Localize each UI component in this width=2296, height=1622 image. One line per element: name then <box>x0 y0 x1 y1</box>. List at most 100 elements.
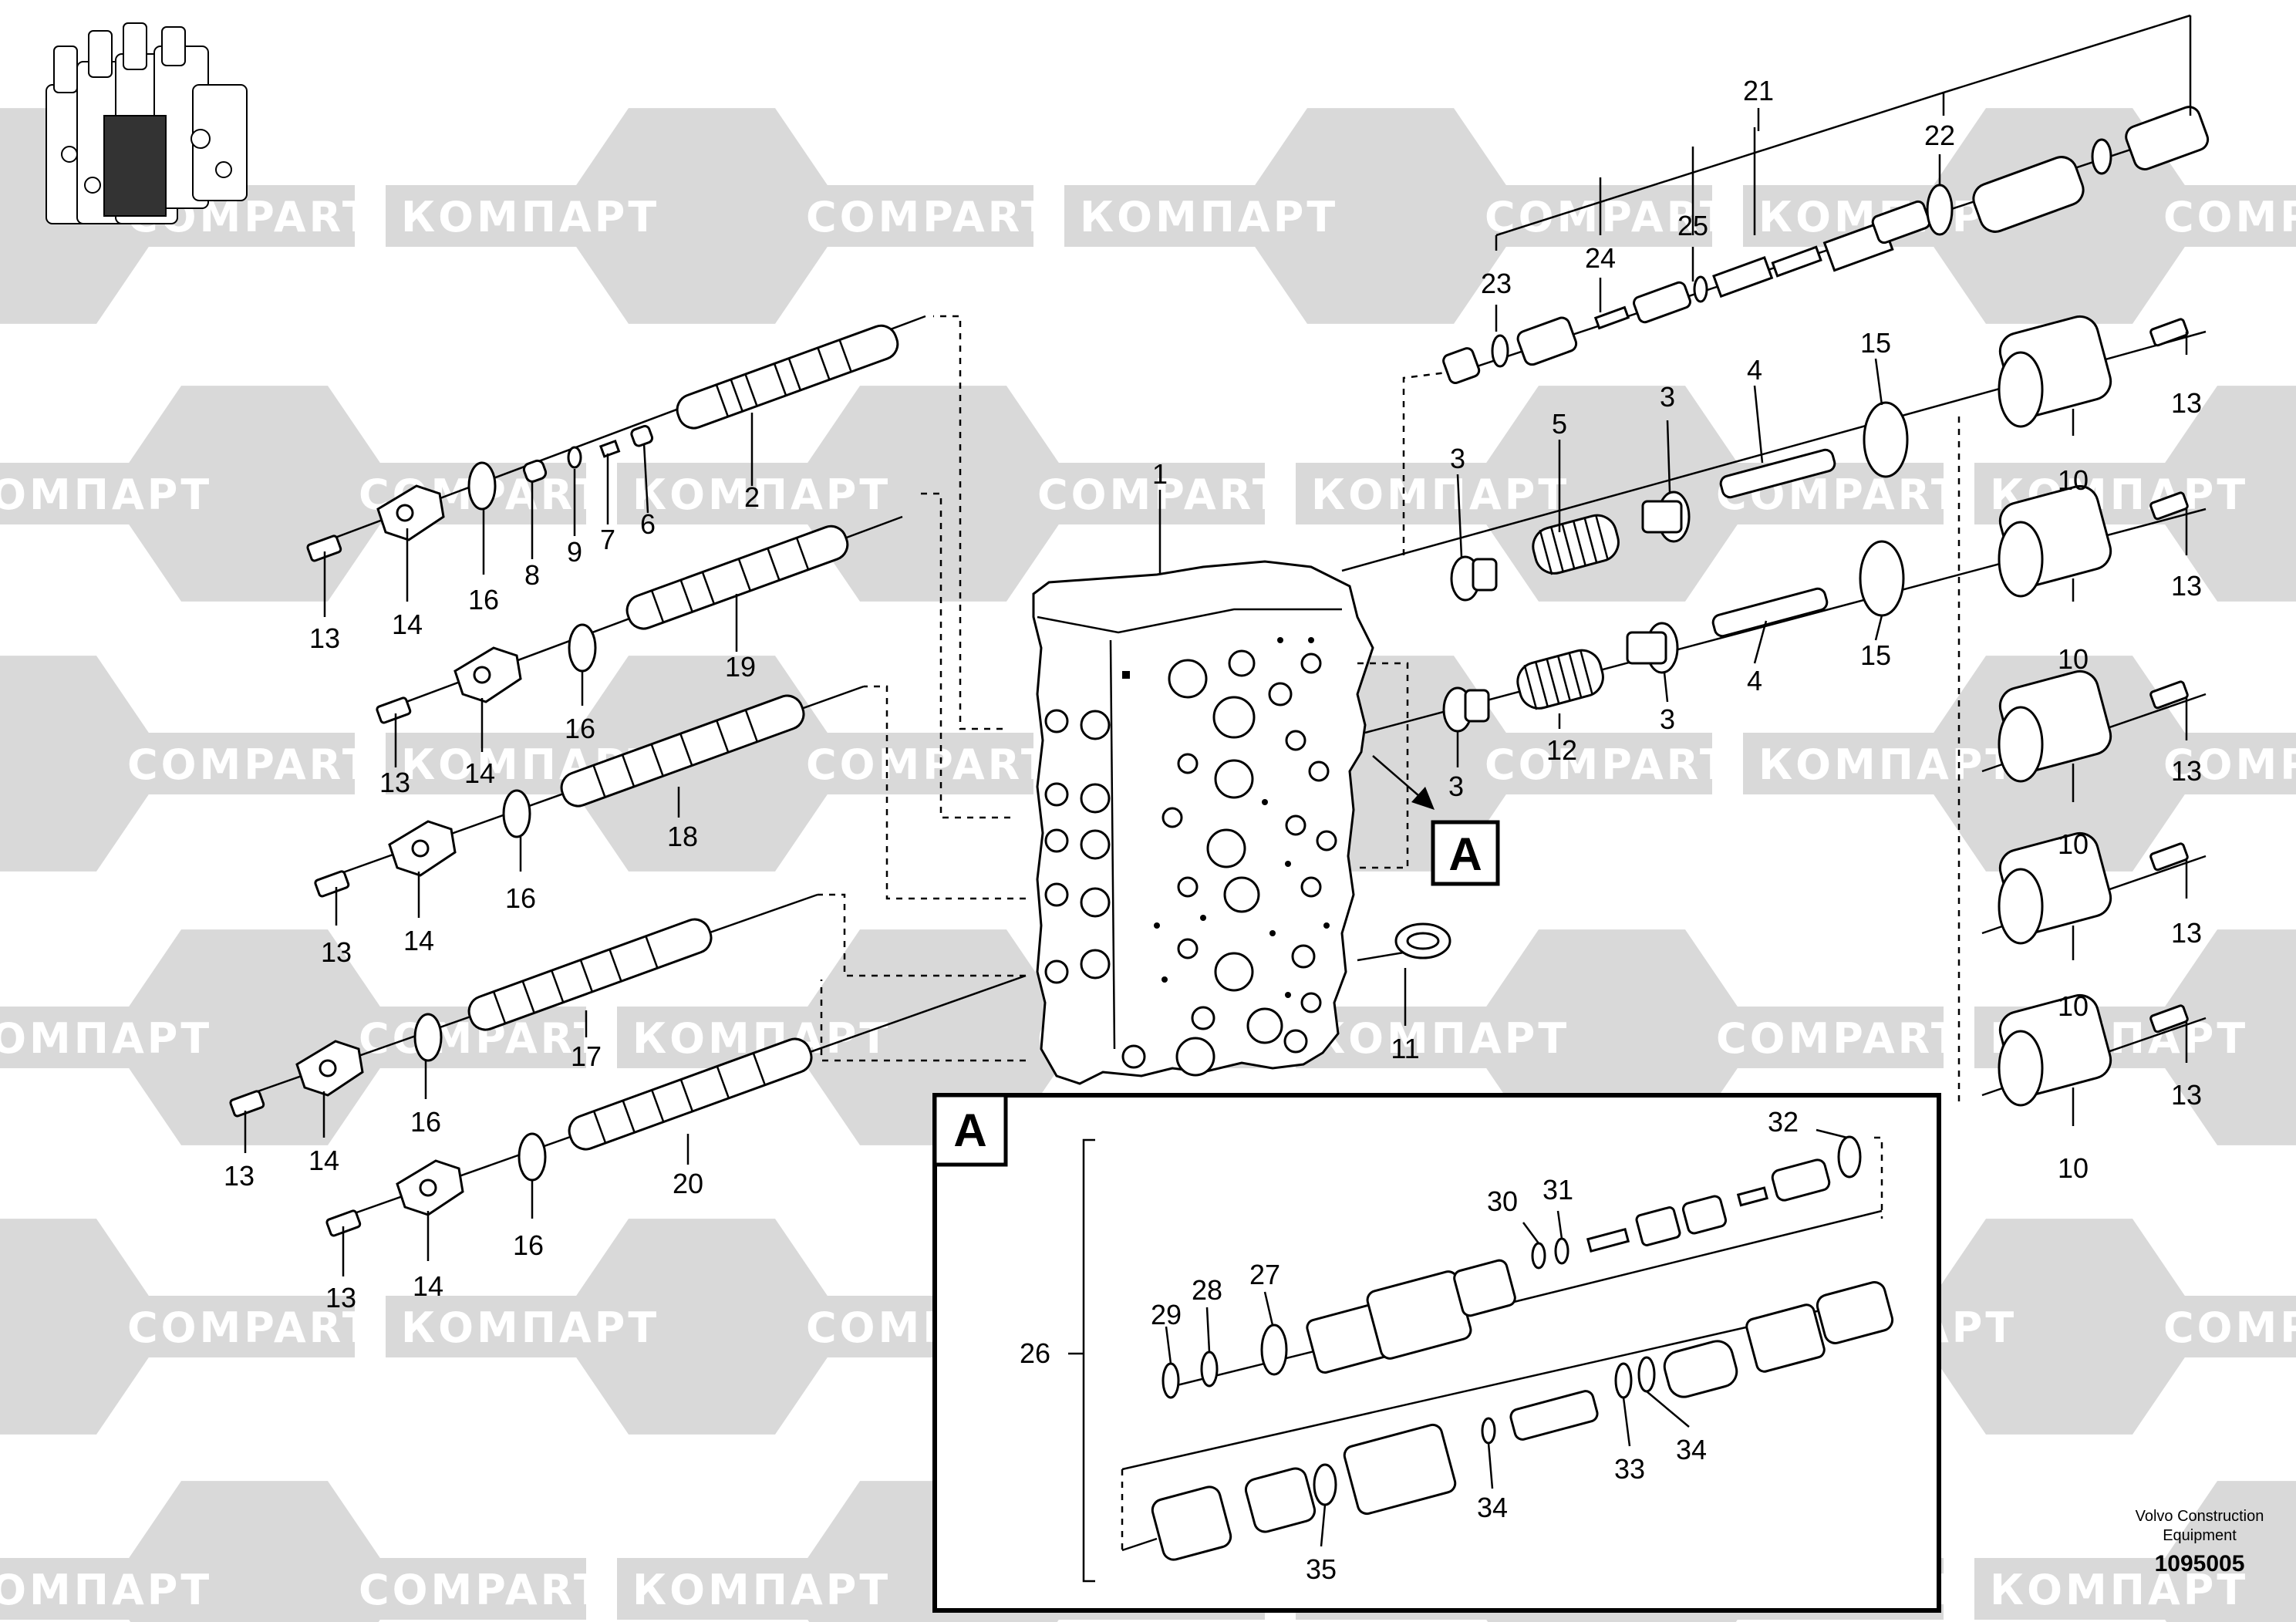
callout-29: 29 <box>1151 1299 1182 1330</box>
watermark-text-cyrillic: КОМПАРТ <box>1990 1566 2248 1614</box>
bolt-13c <box>314 870 350 898</box>
callout-4a: 4 <box>1747 354 1762 386</box>
callout-15a: 15 <box>1860 327 1891 359</box>
watermark-text-latin: COMPART <box>2163 1303 2296 1352</box>
callout-13c: 13 <box>321 936 352 968</box>
watermark-band <box>1465 185 1712 247</box>
watermark-band <box>0 1558 170 1620</box>
footer-brand-line2: Equipment <box>2163 1527 2237 1544</box>
oring-16e <box>518 1132 547 1182</box>
oring-16d <box>413 1013 443 1062</box>
callout-10c: 10 <box>2058 828 2089 860</box>
watermark-text-latin: COMPART <box>1716 1014 1963 1063</box>
callout-14d: 14 <box>308 1145 339 1176</box>
callout-35: 35 <box>1306 1553 1337 1585</box>
callout-14a: 14 <box>392 609 423 640</box>
cover-14a <box>376 484 445 541</box>
watermark-text-latin: COMPART <box>2163 193 2296 241</box>
plug-6 <box>630 425 654 447</box>
watermark-band <box>1465 733 1712 794</box>
watermark-text-cyrillic: КОМПАРТ <box>401 193 659 241</box>
watermark-hexagon <box>2144 386 2296 602</box>
callout-30: 30 <box>1487 1185 1518 1217</box>
watermark-band <box>1974 1558 2206 1620</box>
callout-4b: 4 <box>1747 665 1762 696</box>
callout-3b: 3 <box>1660 381 1675 413</box>
callout-16e: 16 <box>513 1229 544 1261</box>
watermark-hexagon <box>2144 929 2296 1145</box>
callout-14e: 14 <box>413 1270 443 1302</box>
callout-6: 6 <box>640 508 656 540</box>
watermark-text-cyrillic: КОМПАРТ <box>1758 740 2017 789</box>
callout-11: 11 <box>1391 1033 1419 1064</box>
watermark-text-latin: COMPART <box>806 740 1053 789</box>
callout-26: 26 <box>1020 1337 1050 1369</box>
bolt-13b <box>376 696 412 724</box>
callout-10e: 10 <box>2058 1152 2089 1184</box>
lower-spring-row <box>1442 484 2189 733</box>
callout-25: 25 <box>1677 210 1708 241</box>
bolt-13d <box>229 1090 265 1118</box>
watermark-text-cyrillic: КОМПАРТ <box>0 470 212 519</box>
callout-3a: 3 <box>1450 443 1465 474</box>
detail-box-label: A <box>953 1104 986 1156</box>
assembly-thumbnail <box>46 22 248 224</box>
cover-14e <box>396 1159 464 1216</box>
cap-10a <box>1998 315 2112 428</box>
cover-14c <box>388 820 457 877</box>
callout-16d: 16 <box>410 1106 441 1138</box>
callout-7: 7 <box>600 524 615 555</box>
callout-34a: 34 <box>1477 1492 1508 1523</box>
watermark-text-cyrillic: КОМПАРТ <box>0 1014 212 1063</box>
watermark-band <box>339 1007 586 1068</box>
watermark-band <box>108 733 355 794</box>
spool-2 <box>676 324 899 430</box>
callout-leaders <box>244 154 2188 1276</box>
callout-21: 21 <box>1743 75 1774 106</box>
watermark-hexagon <box>1465 929 1758 1145</box>
callout-16b: 16 <box>565 713 595 744</box>
callout-12: 12 <box>1546 734 1577 766</box>
watermark-text-latin: COMPART <box>359 1566 605 1614</box>
left-spool-assemblies <box>229 315 1451 1237</box>
callout-13h: 13 <box>2171 755 2202 787</box>
plug-8 <box>522 459 548 483</box>
watermark-text-cyrillic: КОМПАРТ <box>0 1566 212 1614</box>
watermark-text-latin: COMPART <box>127 1303 374 1352</box>
relief-valve-parts <box>1442 106 2210 385</box>
callout-22: 22 <box>1924 120 1955 151</box>
callout-13e: 13 <box>325 1282 356 1313</box>
watermark-text-cyrillic: КОМПАРТ <box>1080 193 1338 241</box>
watermark-band <box>787 185 1033 247</box>
watermark-band <box>1697 1007 1944 1068</box>
watermark-text-cyrillic: КОМПАРТ <box>632 1566 891 1614</box>
right-assemblies <box>1341 106 2210 1107</box>
upper-spring-row <box>1450 315 2189 602</box>
watermark-band <box>2144 733 2296 794</box>
watermark-text-cyrillic: КОМПАРТ <box>1311 470 1569 519</box>
callout-19: 19 <box>725 651 756 683</box>
washer-9 <box>567 446 582 469</box>
callout-3d: 3 <box>1448 771 1464 802</box>
callout-1: 1 <box>1152 458 1168 490</box>
watermark-band <box>617 1558 848 1620</box>
cover-14d <box>295 1040 364 1097</box>
watermark-band <box>386 1296 617 1357</box>
watermark-hexagon <box>108 1481 401 1622</box>
watermark-band <box>1018 463 1265 524</box>
watermark-text-latin: COMPART <box>1485 740 1731 789</box>
callout-2: 2 <box>744 481 760 513</box>
watermark-band <box>2144 1296 2296 1357</box>
callout-24: 24 <box>1585 242 1616 274</box>
callout-13g: 13 <box>2171 570 2202 602</box>
callout-33: 33 <box>1614 1453 1645 1485</box>
callout-13j: 13 <box>2171 1079 2202 1111</box>
watermark-band <box>386 185 617 247</box>
detail-marker-A: A <box>1448 828 1482 880</box>
watermark-text-cyrillic: КОМПАРТ <box>632 470 891 519</box>
oring-16c <box>502 789 531 838</box>
callout-13a: 13 <box>309 622 340 654</box>
watermark-hexagon <box>0 656 170 872</box>
callout-20: 20 <box>673 1168 703 1199</box>
